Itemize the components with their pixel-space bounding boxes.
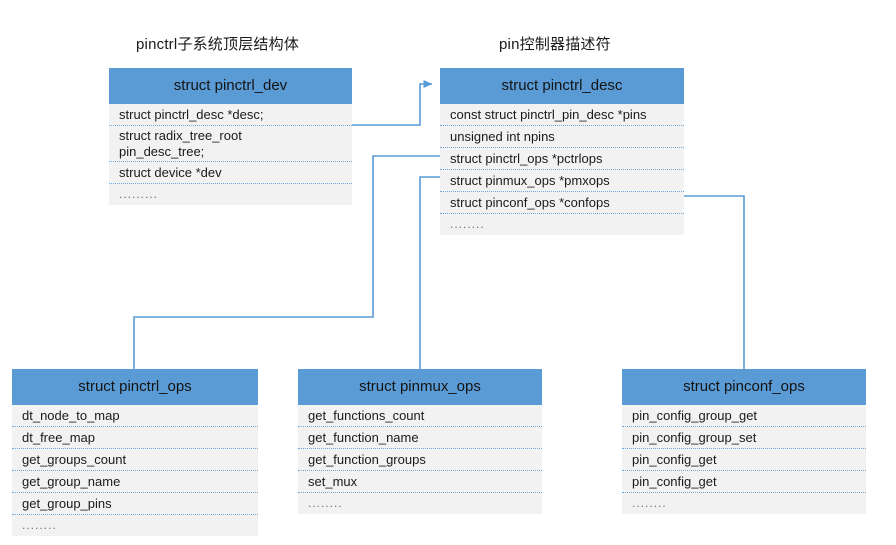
box-pinctrl-dev-header: struct pinctrl_dev — [109, 68, 352, 104]
field-row: struct device *dev — [109, 162, 352, 184]
connector-confops-to-pinconf-ops — [684, 195, 745, 369]
field-row: get_group_name — [12, 471, 258, 493]
field-row: struct pinmux_ops *pmxops — [440, 170, 684, 192]
box-pinctrl-dev[interactable]: struct pinctrl_dev struct pinctrl_desc *… — [109, 68, 352, 205]
field-row: get_function_groups — [298, 449, 542, 471]
box-pinctrl-desc-header: struct pinctrl_desc — [440, 68, 684, 104]
field-row: pin_config_get — [622, 449, 866, 471]
field-row-ellipsis: ........ — [22, 518, 57, 532]
box-pinmux-ops-body: get_functions_count get_function_name ge… — [298, 405, 542, 514]
field-row: struct radix_tree_root pin_desc_tree; — [109, 126, 352, 162]
connector-dev-to-desc — [352, 80, 433, 126]
field-row: const struct pinctrl_pin_desc *pins — [440, 104, 684, 126]
box-pinctrl-desc-body: const struct pinctrl_pin_desc *pins unsi… — [440, 104, 684, 235]
box-pinctrl-ops-body: dt_node_to_map dt_free_map get_groups_co… — [12, 405, 258, 536]
box-pinctrl-ops-header: struct pinctrl_ops — [12, 369, 258, 405]
box-pinctrl-ops[interactable]: struct pinctrl_ops dt_node_to_map dt_fre… — [12, 369, 258, 536]
box-pinconf-ops[interactable]: struct pinconf_ops pin_config_group_get … — [622, 369, 866, 514]
field-row: struct pinconf_ops *confops — [440, 192, 684, 214]
field-row: struct pinctrl_desc *desc; — [109, 104, 352, 126]
field-row: pin_config_group_get — [622, 405, 866, 427]
field-row: pin_config_get — [622, 471, 866, 493]
field-row: set_mux — [298, 471, 542, 493]
box-pinmux-ops-header: struct pinmux_ops — [298, 369, 542, 405]
caption-pinctrl-desc: pin控制器描述符 — [499, 36, 611, 53]
box-pinctrl-desc[interactable]: struct pinctrl_desc const struct pinctrl… — [440, 68, 684, 235]
field-row: get_groups_count — [12, 449, 258, 471]
field-row: dt_node_to_map — [12, 405, 258, 427]
field-row: get_function_name — [298, 427, 542, 449]
field-row-ellipsis: ........ — [632, 496, 667, 510]
box-pinmux-ops[interactable]: struct pinmux_ops get_functions_count ge… — [298, 369, 542, 514]
box-pinconf-ops-header: struct pinconf_ops — [622, 369, 866, 405]
field-row-ellipsis: ........ — [450, 217, 485, 231]
field-row: get_group_pins — [12, 493, 258, 515]
field-row: struct pinctrl_ops *pctrlops — [440, 148, 684, 170]
field-row-ellipsis: ......... — [119, 187, 159, 201]
field-row: unsigned int npins — [440, 126, 684, 148]
field-row: pin_config_group_set — [622, 427, 866, 449]
box-pinconf-ops-body: pin_config_group_get pin_config_group_se… — [622, 405, 866, 514]
field-row: dt_free_map — [12, 427, 258, 449]
caption-pinctrl-dev: pinctrl子系统顶层结构体 — [136, 36, 300, 53]
field-row-ellipsis: ........ — [308, 496, 343, 510]
connector-pmxops-to-pinmux-ops — [419, 176, 440, 369]
field-row: get_functions_count — [298, 405, 542, 427]
box-pinctrl-dev-body: struct pinctrl_desc *desc; struct radix_… — [109, 104, 352, 205]
